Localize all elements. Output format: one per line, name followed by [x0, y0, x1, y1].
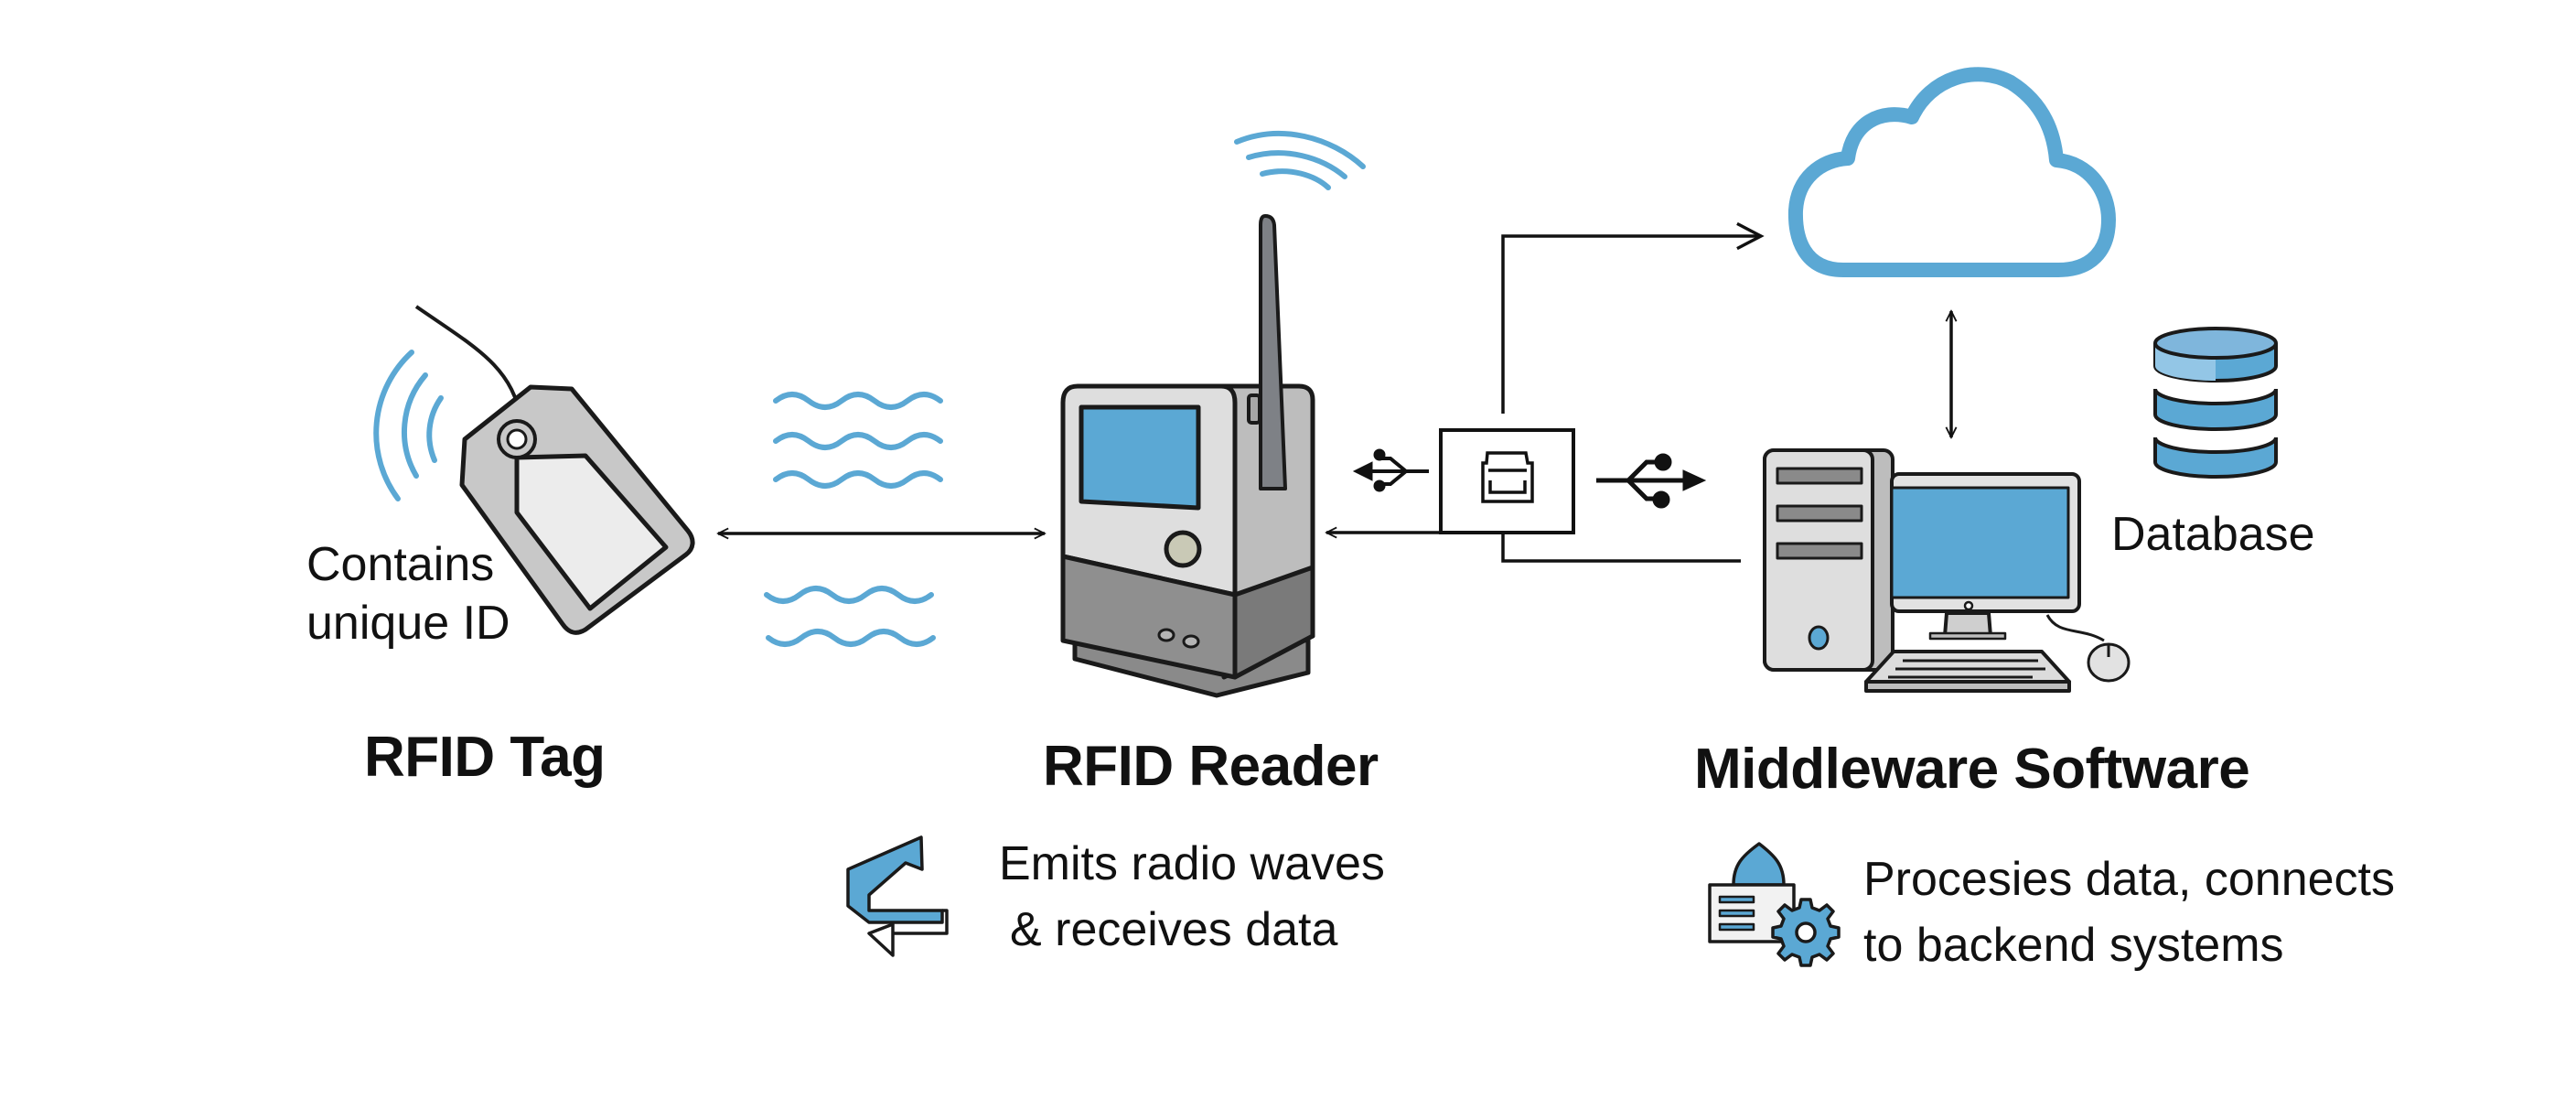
- reader-desc-line2: & receives data: [1010, 903, 1338, 956]
- signal-arcs-icon: [373, 350, 444, 501]
- connector-cloud-arrow: [1501, 236, 1761, 414]
- antenna-icon: [1247, 214, 1287, 490]
- document-gear-icon: [1708, 842, 1841, 967]
- ethernet-port-icon: [1481, 451, 1534, 503]
- middleware-description: Procesies data, connects to backend syst…: [1863, 846, 2395, 978]
- cloud-icon: [1787, 67, 2116, 277]
- tag-note-line1: Contains: [306, 538, 495, 591]
- middleware-desc-line2: to backend systems: [1863, 919, 2284, 972]
- reader-title: RFID Reader: [1043, 735, 1379, 798]
- usb-icon-left: [1352, 448, 1429, 492]
- rfid-reader-icon: [1060, 383, 1315, 698]
- bidirectional-arrow-icon: [846, 835, 949, 957]
- middleware-desc-line1: Procesies data, connects: [1863, 853, 2395, 906]
- connector-middleware-line: [1501, 533, 1741, 563]
- database-label: Database: [2111, 508, 2315, 561]
- usb-icon-right: [1596, 453, 1707, 509]
- database-icon: [2153, 327, 2278, 479]
- connector-box: [1439, 428, 1575, 534]
- rfid-tag-icon: [414, 305, 695, 635]
- tag-title: RFID Tag: [364, 726, 606, 789]
- reader-description: Emits radio waves & receives data: [999, 831, 1385, 963]
- middleware-title: Middleware Software: [1694, 738, 2250, 801]
- radio-waves-icon: [764, 392, 943, 647]
- tag-note: Contains unique ID: [306, 535, 510, 652]
- tag-note-line2: unique ID: [306, 597, 510, 650]
- desktop-computer-icon: [1763, 448, 2131, 693]
- wifi-signal-icon: [1234, 130, 1366, 190]
- reader-desc-line1: Emits radio waves: [999, 837, 1385, 890]
